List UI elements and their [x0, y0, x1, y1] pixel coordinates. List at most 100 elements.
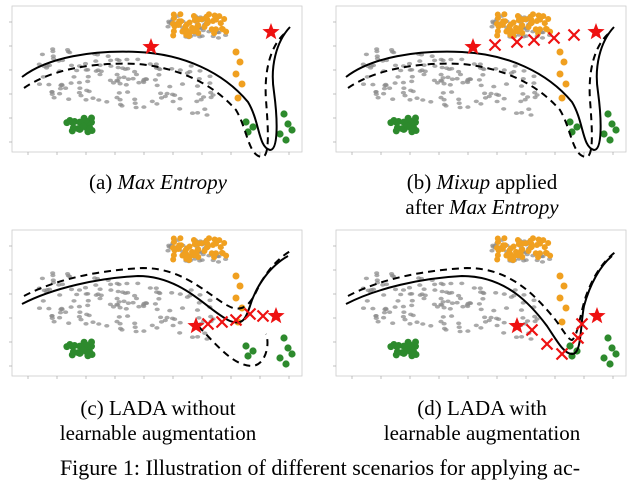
caption-d-line1: (d) LADA with — [417, 396, 547, 420]
unlabeled-point — [108, 288, 114, 292]
unlabeled-point — [531, 298, 537, 303]
unlabeled-point — [162, 94, 168, 99]
unlabeled-point — [421, 63, 427, 67]
unlabeled-point — [381, 315, 387, 320]
unlabeled-point — [90, 96, 96, 100]
unlabeled-point — [409, 292, 415, 296]
unlabeled-point — [501, 331, 507, 335]
unlabeled-point — [36, 82, 43, 86]
unlabeled-point — [390, 321, 396, 325]
figure-caption: Figure 1: Illustration of different scen… — [59, 455, 581, 480]
unlabeled-point — [501, 68, 507, 72]
unlabeled-point — [177, 107, 183, 111]
caption-d: (d) LADA with learnable augmentation — [332, 396, 632, 446]
unlabeled-point — [417, 283, 423, 287]
green-class-point — [284, 120, 292, 128]
orange-class-point — [558, 94, 566, 102]
green-class-point — [280, 110, 288, 118]
cross-icon — [243, 307, 257, 321]
unlabeled-point — [85, 303, 91, 308]
unlabeled-point — [400, 90, 406, 95]
orange-class-point — [198, 240, 205, 247]
unlabeled-point — [528, 337, 534, 341]
green-class-point — [282, 136, 290, 144]
unlabeled-point — [116, 76, 122, 80]
unlabeled-point — [158, 96, 165, 100]
scatter-plot-d — [333, 229, 627, 379]
green-class-point — [393, 348, 401, 356]
unlabeled-point — [194, 84, 201, 88]
unlabeled-point — [419, 292, 425, 296]
unlabeled-point — [409, 303, 415, 308]
unlabeled-point — [434, 81, 441, 85]
unlabeled-point — [459, 281, 465, 286]
unlabeled-point — [375, 95, 381, 100]
unlabeled-point — [381, 91, 387, 96]
unlabeled-point — [428, 324, 434, 328]
unlabeled-point — [477, 286, 483, 290]
unlabeled-point — [373, 90, 379, 94]
orange-class-point — [507, 245, 514, 252]
unlabeled-point — [66, 321, 72, 325]
orange-class-point — [170, 256, 177, 263]
unlabeled-point — [449, 90, 455, 94]
unlabeled-point — [501, 320, 507, 325]
unlabeled-point — [409, 298, 415, 303]
decision-boundary-solid — [345, 26, 615, 152]
unlabeled-point — [114, 57, 120, 62]
orange-class-point — [171, 247, 178, 254]
unlabeled-point — [74, 292, 80, 297]
star-icon — [262, 23, 280, 40]
unlabeled-point — [467, 77, 473, 81]
unlabeled-point — [122, 291, 128, 295]
orange-class-point — [558, 318, 566, 326]
orange-class-point — [209, 242, 216, 248]
orange-class-point — [525, 24, 532, 30]
green-class-point — [600, 354, 608, 362]
unlabeled-point — [85, 68, 91, 72]
cross-icon — [555, 347, 569, 361]
unlabeled-point — [179, 82, 186, 86]
unlabeled-point — [465, 80, 471, 85]
unlabeled-point — [82, 61, 89, 66]
unlabeled-point — [457, 105, 463, 110]
unlabeled-point — [440, 300, 446, 304]
orange-class-point — [201, 248, 208, 254]
orange-class-point — [189, 24, 195, 31]
cross-icon — [488, 38, 502, 52]
unlabeled-point — [491, 84, 497, 89]
unlabeled-point — [481, 67, 487, 72]
unlabeled-point — [104, 100, 110, 104]
green-class-point — [393, 124, 401, 132]
unlabeled-point — [522, 97, 528, 102]
unlabeled-point — [51, 319, 57, 324]
cross-icon — [571, 331, 585, 345]
unlabeled-point — [197, 293, 203, 297]
unlabeled-point — [409, 74, 415, 79]
orange-class-point — [562, 304, 570, 312]
data-points — [360, 11, 620, 144]
unlabeled-point — [169, 291, 175, 295]
green-class-point — [276, 130, 284, 138]
orange-class-point — [513, 24, 519, 31]
unlabeled-point — [119, 104, 125, 108]
orange-class-point — [177, 235, 184, 242]
unlabeled-point — [381, 310, 388, 315]
unlabeled-point — [85, 292, 91, 296]
orange-class-point — [208, 26, 215, 33]
unlabeled-point — [476, 302, 482, 306]
unlabeled-point — [441, 81, 447, 86]
unlabeled-point — [78, 93, 84, 98]
unlabeled-point — [512, 64, 518, 68]
unlabeled-point — [482, 91, 488, 96]
decision-boundary-dashed — [197, 325, 269, 368]
unlabeled-point — [57, 315, 63, 320]
unlabeled-point — [406, 61, 413, 66]
orange-class-point — [494, 32, 501, 39]
unlabeled-point — [406, 285, 413, 290]
orange-class-point — [209, 18, 216, 24]
unlabeled-point — [494, 323, 500, 328]
orange-class-point — [543, 250, 550, 257]
unlabeled-point — [494, 99, 500, 104]
unlabeled-point — [177, 292, 183, 296]
